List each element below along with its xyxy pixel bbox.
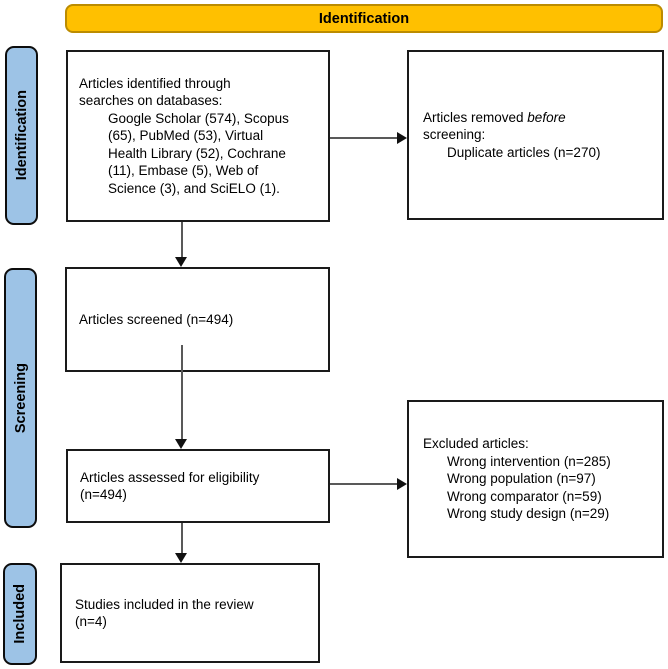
box-articles-assessed-text: Articles assessed for eligibility (n=494…	[80, 469, 260, 503]
arrowhead-down-icon	[175, 439, 188, 449]
removed-intro-pre: Articles removed	[423, 109, 528, 125]
connector-assessed-to-included	[181, 523, 183, 554]
removed-intro-post: screening:	[423, 127, 486, 143]
box-articles-screened: Articles screened (n=494)	[65, 267, 330, 372]
stage-label-included: Included	[3, 563, 37, 665]
connector-assessed-to-excluded	[330, 483, 397, 485]
stage-label-screening: Screening	[4, 268, 37, 528]
box-articles-identified-databases: Google Scholar (574), Scopus (65), PubMe…	[108, 110, 289, 196]
box-articles-identified-intro: Articles identified through searches on …	[79, 75, 231, 109]
phase-banner-label: Identification	[318, 10, 410, 27]
box-articles-removed-intro: Articles removed before screening:	[423, 109, 656, 144]
arrowhead-right-icon	[397, 131, 407, 144]
arrowhead-down-icon	[175, 257, 188, 267]
connector-identified-to-removed	[330, 137, 398, 139]
stage-label-included-text: Included	[12, 584, 28, 644]
box-articles-removed: Articles removed before screening: Dupli…	[407, 50, 664, 220]
box-articles-identified: Articles identified through searches on …	[66, 50, 330, 222]
box-excluded-articles-intro: Excluded articles:	[423, 436, 529, 452]
stage-label-identification: Identification	[5, 46, 38, 225]
connector-screened-to-assessed	[181, 345, 183, 440]
removed-intro-italic: before	[527, 109, 566, 125]
stage-label-identification-text: Identification	[13, 90, 30, 181]
connector-identified-to-screened	[181, 222, 183, 258]
box-excluded-articles-reasons: Wrong intervention (n=285) Wrong populat…	[447, 453, 611, 522]
box-studies-included: Studies included in the review (n=4)	[60, 563, 320, 663]
arrowhead-down-icon	[175, 553, 188, 563]
arrowhead-right-icon	[397, 477, 407, 490]
box-articles-screened-text: Articles screened (n=494)	[79, 311, 234, 327]
identification-phase-banner: Identification	[65, 4, 663, 33]
box-articles-removed-detail: Duplicate articles (n=270)	[447, 144, 601, 160]
stage-label-screening-text: Screening	[12, 362, 29, 434]
box-articles-assessed: Articles assessed for eligibility (n=494…	[66, 449, 330, 523]
box-studies-included-text: Studies included in the review (n=4)	[75, 596, 254, 630]
box-excluded-articles: Excluded articles: Wrong intervention (n…	[407, 400, 664, 558]
